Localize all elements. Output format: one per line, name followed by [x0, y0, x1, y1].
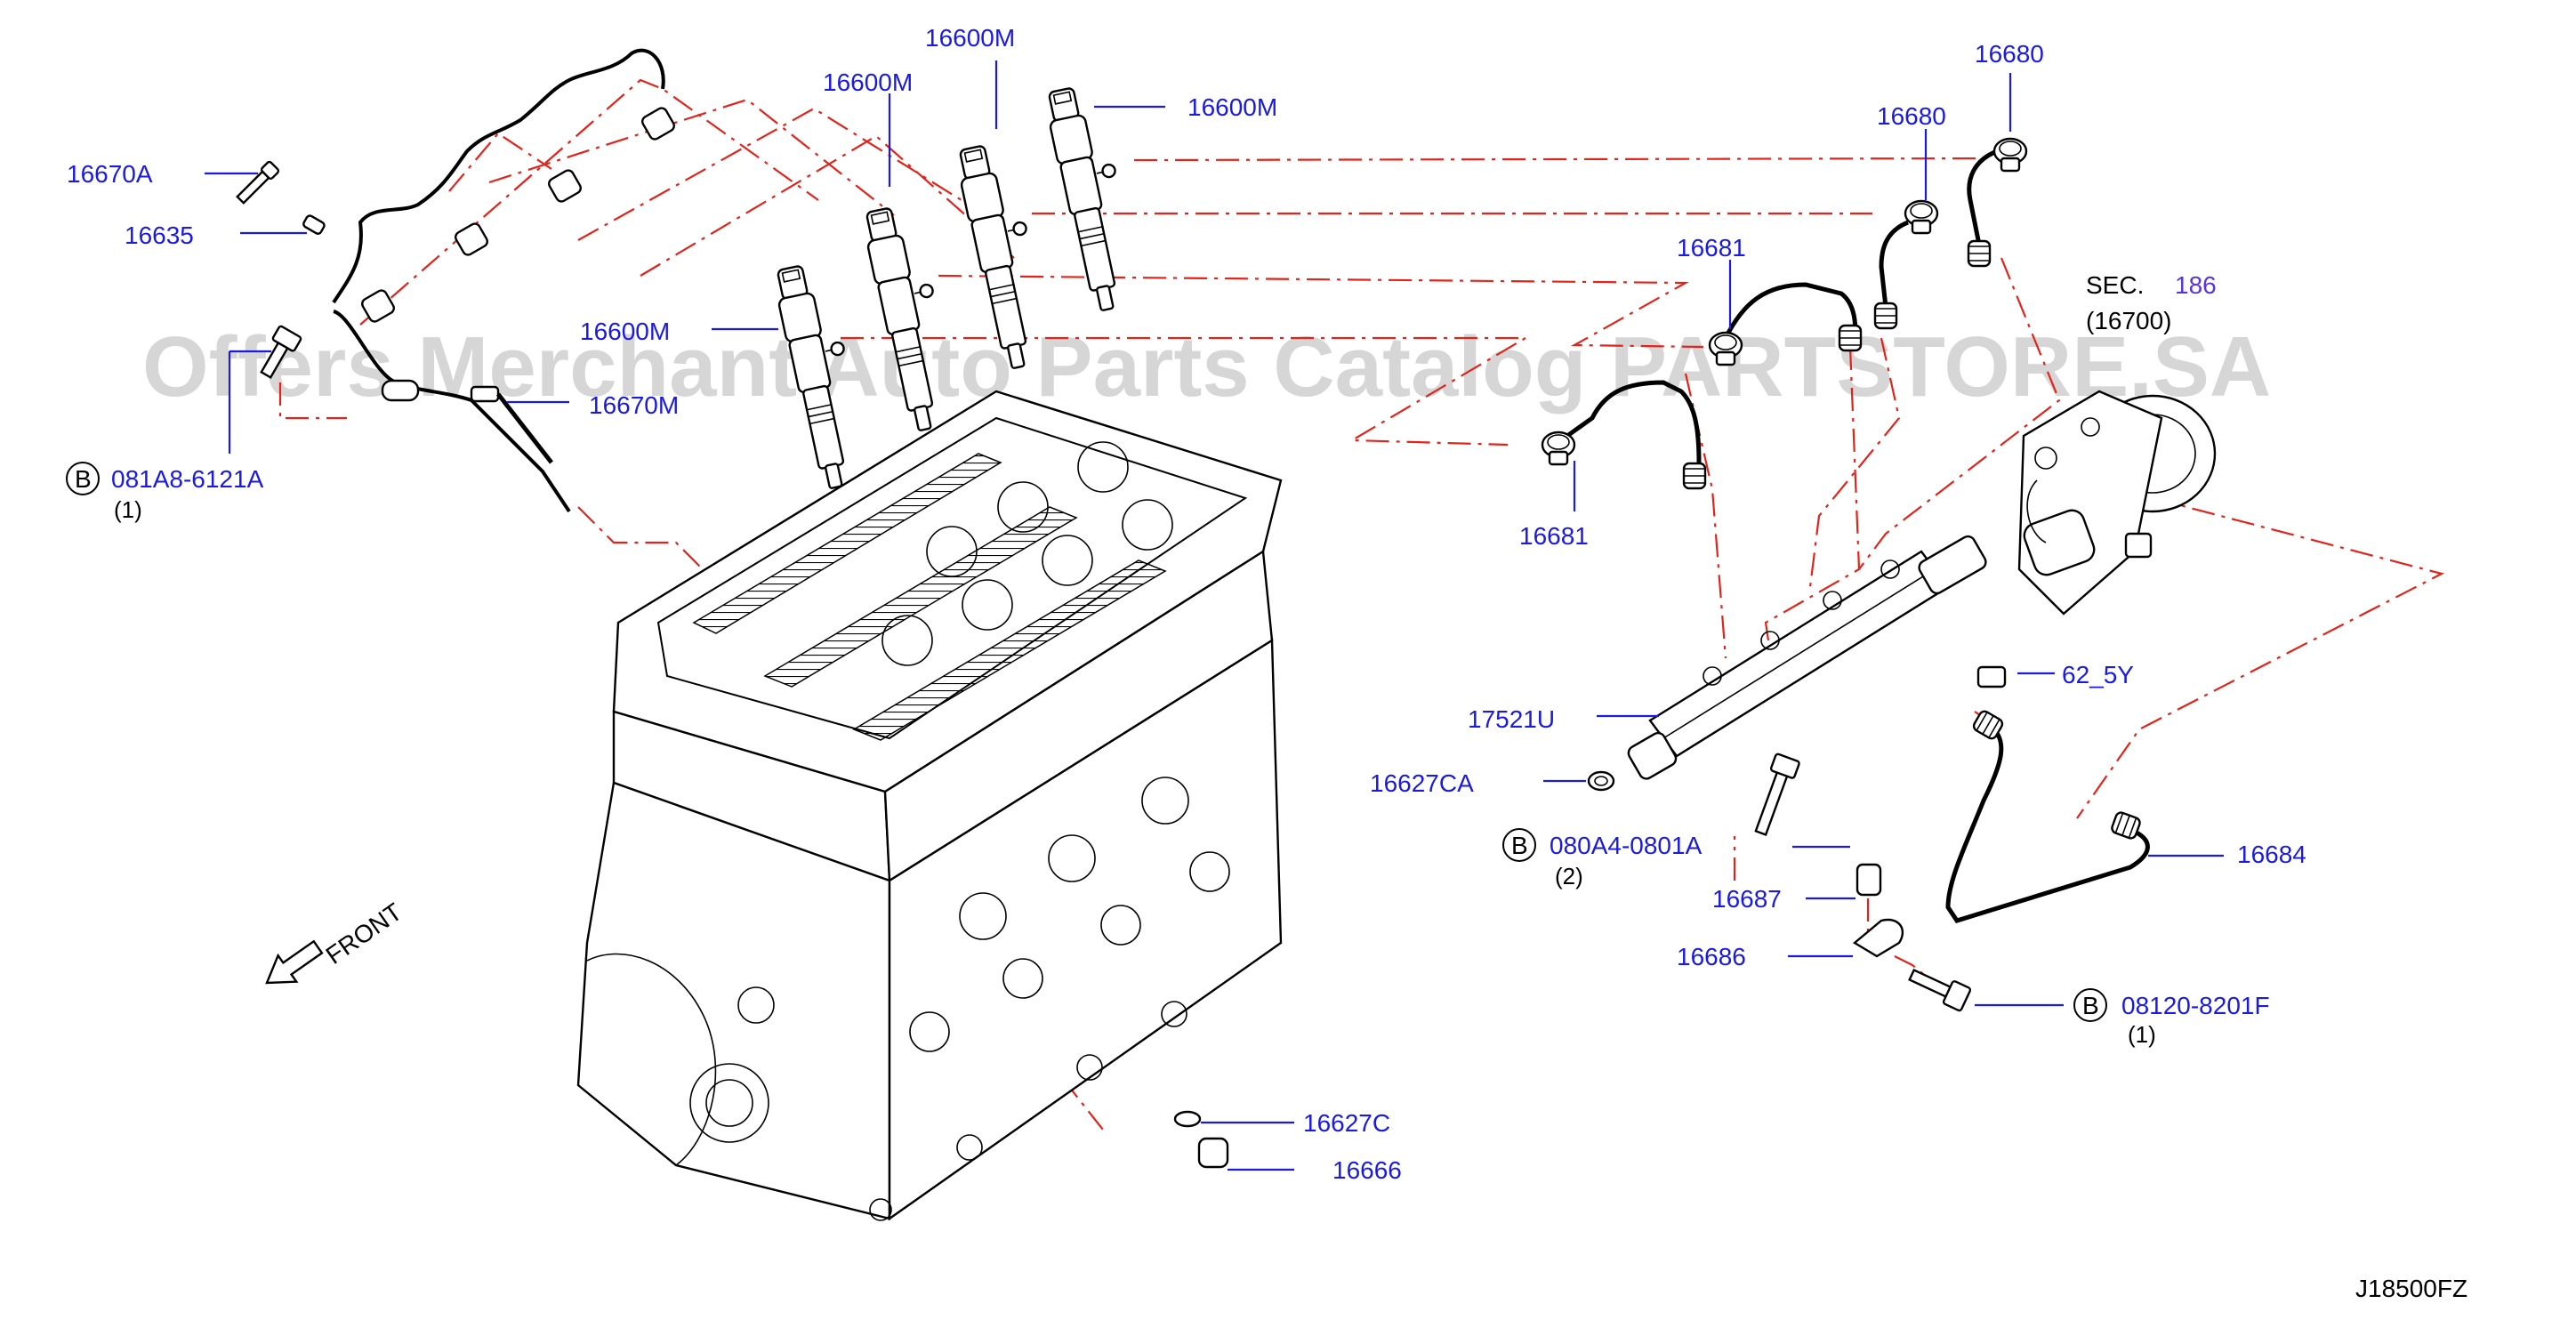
label-16681[interactable]: 16681 [1519, 522, 1589, 550]
clamp-16686[interactable] [1852, 918, 1904, 958]
label-16681[interactable]: 16681 [1677, 234, 1746, 262]
label-16666[interactable]: 16666 [1332, 1156, 1402, 1184]
front-label: FRONT [321, 897, 407, 970]
fuel-line-16684[interactable] [1945, 708, 2150, 923]
label-625y[interactable]: 62_5Y [2062, 661, 2134, 688]
bolt-callout-081a8[interactable]: B 081A8-6121A (1) [66, 462, 264, 523]
label-08120: 08120-8201F [2121, 992, 2270, 1019]
label-16600m[interactable]: 16600M [1187, 93, 1277, 121]
injector-harness[interactable] [332, 48, 676, 513]
label-16600m[interactable]: 16600M [925, 24, 1015, 52]
leader-lines [205, 60, 2224, 1171]
seal-16627ca[interactable] [1587, 770, 1615, 792]
bolt-marker: B [1511, 832, 1528, 859]
label-16600m[interactable]: 16600M [580, 318, 670, 345]
label-16680[interactable]: 16680 [1877, 102, 1946, 130]
label-16684[interactable]: 16684 [2237, 841, 2306, 868]
bolt-callout-080a4[interactable]: B 080A4-0801A (2) [1502, 828, 1703, 889]
label-16635[interactable]: 16635 [125, 221, 194, 249]
qty-080a4: (2) [1555, 863, 1583, 889]
front-indicator: FRONT [265, 897, 407, 985]
diagram-code: J18500FZ [2355, 1275, 2467, 1302]
qty-08120: (1) [2128, 1021, 2156, 1048]
plug-16666[interactable] [1197, 1137, 1229, 1169]
bolt-080a4[interactable] [1749, 753, 1800, 837]
bolt-08120[interactable] [1906, 963, 1972, 1012]
fuel-pump [2017, 390, 2217, 616]
label-16627ca[interactable]: 16627CA [1370, 769, 1474, 797]
label-16627c[interactable]: 16627C [1303, 1109, 1390, 1137]
bolt-callout-08120[interactable]: B 08120-8201F (1) [2073, 988, 2270, 1048]
bolt-marker: B [2082, 992, 2099, 1019]
label-16700: (16700) [2086, 307, 2172, 334]
front-arrow-icon [265, 939, 324, 985]
bolt-marker: B [75, 465, 92, 493]
fuel-line-16681-lower[interactable] [1541, 380, 1707, 490]
common-rail[interactable] [1626, 534, 1988, 781]
fuel-line-16680-right[interactable] [1967, 137, 2028, 268]
part-labels: 16600M 16600M 16600M 16600M 16670A 16635… [66, 24, 2306, 1184]
label-16687[interactable]: 16687 [1712, 885, 1782, 913]
seal-16627c[interactable] [1173, 1110, 1202, 1128]
label-16670a[interactable]: 16670A [67, 160, 153, 188]
label-080a4: 080A4-0801A [1550, 832, 1703, 859]
label-16686[interactable]: 16686 [1677, 943, 1746, 970]
assembly-lines [278, 78, 2445, 1131]
label-16680[interactable]: 16680 [1975, 40, 2044, 68]
label-16670m[interactable]: 16670M [589, 391, 679, 419]
bracket-625y[interactable] [1976, 665, 2007, 688]
label-16600m[interactable]: 16600M [823, 68, 913, 96]
bolt-16670a[interactable] [236, 160, 280, 205]
label-17521u[interactable]: 17521U [1468, 705, 1555, 733]
fuel-line-16680-left[interactable] [1873, 199, 1939, 330]
injector-4[interactable] [1042, 81, 1145, 315]
collar-16687[interactable] [1856, 863, 1882, 897]
engine-block [576, 390, 1283, 1221]
label-sec: SEC. [2086, 271, 2144, 299]
watermark: Offers Merchant Auto Parts Catalog PARTS… [142, 319, 2271, 415]
label-081a8: 081A8-6121A [111, 465, 264, 493]
clip-16635[interactable] [302, 214, 326, 235]
label-sec-number[interactable]: 186 [2175, 271, 2217, 299]
fuel-line-16681-upper[interactable] [1708, 282, 1863, 366]
qty-081a8: (1) [114, 496, 142, 523]
bolt-081a8[interactable] [255, 325, 302, 381]
